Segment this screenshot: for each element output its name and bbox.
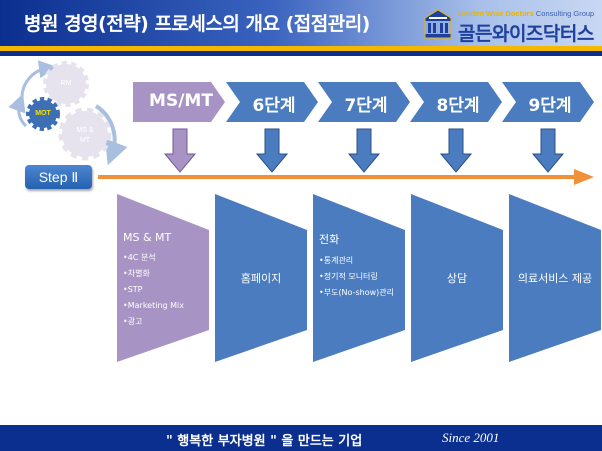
stage-chevron-2 bbox=[226, 82, 318, 122]
stage-label-1: MS/MT bbox=[149, 91, 213, 111]
stage-box-bullet: •차별화 bbox=[123, 269, 150, 278]
stage-label-2: 6단계 bbox=[252, 96, 296, 116]
stage-chevron-1 bbox=[133, 82, 225, 122]
stage-label-3: 7단계 bbox=[344, 96, 388, 116]
bullet-icon: • bbox=[319, 256, 324, 265]
step-ii-button[interactable]: Step Ⅱ bbox=[25, 165, 92, 189]
stage-box-content-4: 상담 bbox=[446, 272, 468, 285]
bullet-icon: • bbox=[123, 269, 128, 278]
building-columns-icon bbox=[424, 9, 452, 39]
stage-box-3 bbox=[313, 194, 405, 362]
bullet-icon: • bbox=[123, 301, 128, 310]
stage-box-content-3: 전화 •통계관리 •정기적 모니터링 •부도(No-show)관리 bbox=[319, 231, 394, 301]
bullet-icon: • bbox=[123, 317, 128, 326]
gear-ms-mt bbox=[58, 107, 112, 161]
stage-down-arrow-5 bbox=[531, 128, 565, 173]
gear-mot bbox=[26, 97, 60, 131]
stage-box-5 bbox=[509, 194, 601, 362]
stage-box-2 bbox=[215, 194, 307, 362]
bullet-icon: • bbox=[319, 288, 324, 297]
page-title: 병원 경영(전략) 프로세스의 개요 (접점관리) bbox=[24, 13, 370, 35]
gear-label-ms-mt: MS & MT bbox=[76, 127, 94, 144]
bullet-icon: • bbox=[123, 285, 128, 294]
stage-down-arrow-1 bbox=[163, 128, 197, 173]
stage-box-4 bbox=[411, 194, 503, 362]
gear-label-rm: RM bbox=[60, 80, 72, 87]
logo-korean-name: 골든와이즈닥터스 bbox=[458, 23, 594, 45]
stage-label-5: 9단계 bbox=[528, 96, 572, 116]
stage-box-content-2: 홈페이지 bbox=[240, 272, 282, 285]
logo-english-subtitle: Consulting Group bbox=[533, 9, 595, 18]
cycle-arrow bbox=[8, 93, 28, 128]
company-logo: Golden Wise Doctors Consulting Group 골든와… bbox=[424, 7, 602, 45]
stage-box-bullet: •광고 bbox=[123, 317, 143, 326]
stage-box-bullet: •Marketing Mix bbox=[123, 301, 184, 310]
header-navy-stripe bbox=[0, 51, 602, 56]
title-bar: 병원 경영(전략) 프로세스의 개요 (접점관리) Golden Wise Do… bbox=[0, 0, 602, 46]
bullet-icon: • bbox=[123, 253, 128, 262]
footer-since: Since 2001 bbox=[442, 430, 500, 445]
footer-bar: " 행복한 부자병원 " 을 만드는 기업 Since 2001 bbox=[0, 425, 602, 451]
timeline-arrowhead bbox=[574, 169, 594, 185]
stage-box-heading: 전화 bbox=[319, 233, 340, 246]
logo-english-brand: Golden Wise Doctors bbox=[458, 9, 534, 18]
stage-box-bullet: •통계관리 bbox=[319, 256, 354, 265]
stage-chevron-5 bbox=[502, 82, 594, 122]
process-flow bbox=[98, 82, 601, 362]
header-gold-stripe bbox=[0, 46, 602, 51]
stage-label-4: 8단계 bbox=[436, 96, 480, 116]
footer-slogan: " 행복한 부자병원 " 을 만드는 기업 bbox=[166, 434, 363, 449]
gear-cycle-diagram bbox=[8, 60, 128, 166]
stage-chevron-3 bbox=[318, 82, 410, 122]
cycle-arrow bbox=[94, 104, 128, 166]
stage-down-arrow-3 bbox=[347, 128, 381, 173]
stage-box-1 bbox=[117, 194, 209, 362]
stage-chevron-4 bbox=[410, 82, 502, 122]
stage-box-content-5: 의료서비스 제공 bbox=[517, 272, 593, 285]
stage-box-bullet: •정기적 모니터링 bbox=[319, 272, 378, 281]
stage-box-bullet: •부도(No-show)관리 bbox=[319, 288, 394, 297]
stage-down-arrow-2 bbox=[255, 128, 289, 173]
stage-box-bullet: •4C 분석 bbox=[123, 253, 156, 262]
stage-box-content-1: MS & MT •4C 분석 •차별화 •STP •Marketing Mix •광고 bbox=[123, 231, 184, 330]
stage-box-heading: MS & MT bbox=[123, 231, 172, 244]
stage-box-bullet: •STP bbox=[123, 285, 143, 294]
gear-label-mot: MOT bbox=[35, 110, 51, 117]
gear-rm bbox=[43, 61, 89, 107]
bullet-icon: • bbox=[319, 272, 324, 281]
stage-down-arrow-4 bbox=[439, 128, 473, 173]
